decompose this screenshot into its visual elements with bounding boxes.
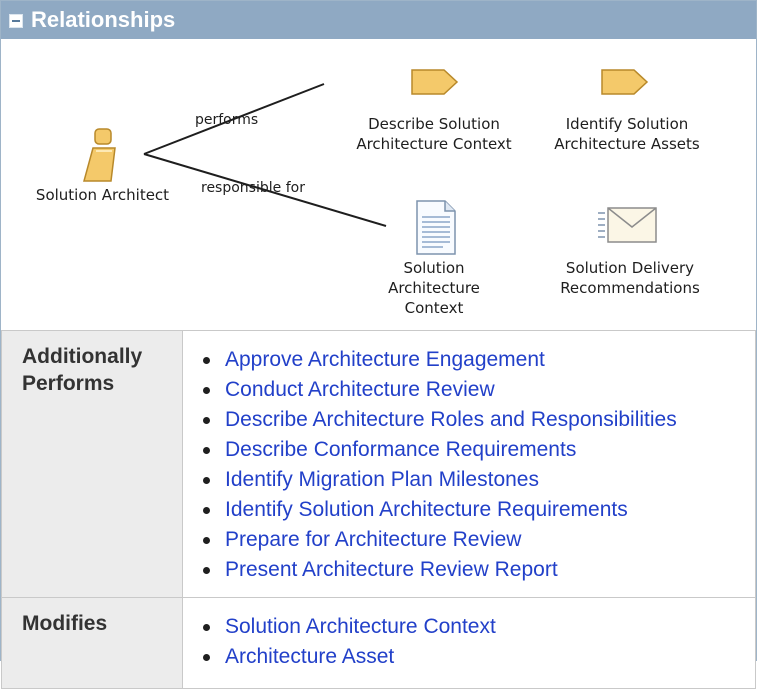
link-describe-conformance-requirements[interactable]: Describe Conformance Requirements	[225, 438, 577, 461]
link-list: Approve Architecture Engagement Conduct …	[199, 345, 755, 585]
link-solution-architecture-context[interactable]: Solution Architecture Context	[225, 615, 496, 638]
task-label-describe-solution-architecture-context[interactable]: Describe Solution Architecture Context	[356, 115, 512, 153]
relationship-diagram: Solution Architect performs responsible …	[1, 39, 756, 329]
artifact-label-solution-delivery-recommendations[interactable]: Solution Delivery Recommendations	[560, 259, 700, 297]
link-conduct-architecture-review[interactable]: Conduct Architecture Review	[225, 378, 495, 401]
responsible-for-connector	[143, 153, 387, 227]
list-item: Architecture Asset	[199, 642, 755, 672]
envelope-icon[interactable]	[597, 205, 659, 245]
list-item: Describe Architecture Roles and Responsi…	[199, 405, 755, 435]
list-item: Describe Conformance Requirements	[199, 435, 755, 465]
panel-title: Relationships	[31, 7, 176, 32]
list-item: Identify Migration Plan Milestones	[199, 465, 755, 495]
relationships-table: Additionally Performs Approve Architectu…	[1, 330, 756, 689]
list-item: Identify Solution Architecture Requireme…	[199, 495, 755, 525]
table-row: Additionally Performs Approve Architectu…	[1, 330, 756, 598]
link-describe-architecture-roles[interactable]: Describe Architecture Roles and Responsi…	[225, 408, 677, 431]
performs-connector	[143, 83, 325, 155]
link-approve-architecture-engagement[interactable]: Approve Architecture Engagement	[225, 348, 545, 371]
task-arrow-icon[interactable]	[410, 67, 460, 97]
task-label-identify-solution-architecture-assets[interactable]: Identify Solution Architecture Assets	[554, 115, 700, 153]
link-architecture-asset[interactable]: Architecture Asset	[225, 645, 395, 668]
link-identify-solution-architecture-requirements[interactable]: Identify Solution Architecture Requireme…	[225, 498, 628, 521]
list-item: Present Architecture Review Report	[199, 555, 755, 585]
diagram-connectors	[143, 83, 387, 227]
section-label-modifies: Modifies	[1, 597, 183, 689]
section-label-additionally-performs: Additionally Performs	[1, 330, 183, 598]
artifact-label-solution-architecture-context[interactable]: Solution Architecture Context	[388, 259, 480, 317]
task-arrow-icon[interactable]	[600, 67, 650, 97]
table-row: Modifies Solution Architecture Context A…	[1, 597, 756, 689]
edge-label-performs: performs	[195, 112, 259, 128]
role-label[interactable]: Solution Architect	[35, 186, 170, 204]
list-item: Conduct Architecture Review	[199, 375, 755, 405]
section-items: Solution Architecture Context Architectu…	[182, 597, 756, 689]
list-item: Solution Architecture Context	[199, 612, 755, 642]
section-items: Approve Architecture Engagement Conduct …	[182, 330, 756, 598]
link-present-architecture-review-report[interactable]: Present Architecture Review Report	[225, 558, 558, 581]
collapse-icon[interactable]	[9, 14, 23, 28]
link-identify-migration-plan-milestones[interactable]: Identify Migration Plan Milestones	[225, 468, 539, 491]
edge-label-responsible-for: responsible for	[201, 180, 305, 196]
list-item: Prepare for Architecture Review	[199, 525, 755, 555]
list-item: Approve Architecture Engagement	[199, 345, 755, 375]
document-icon[interactable]	[413, 199, 459, 257]
link-prepare-for-architecture-review[interactable]: Prepare for Architecture Review	[225, 528, 522, 551]
panel-header: Relationships	[1, 1, 756, 39]
link-list: Solution Architecture Context Architectu…	[199, 612, 755, 672]
role-person-icon[interactable]	[81, 128, 123, 184]
